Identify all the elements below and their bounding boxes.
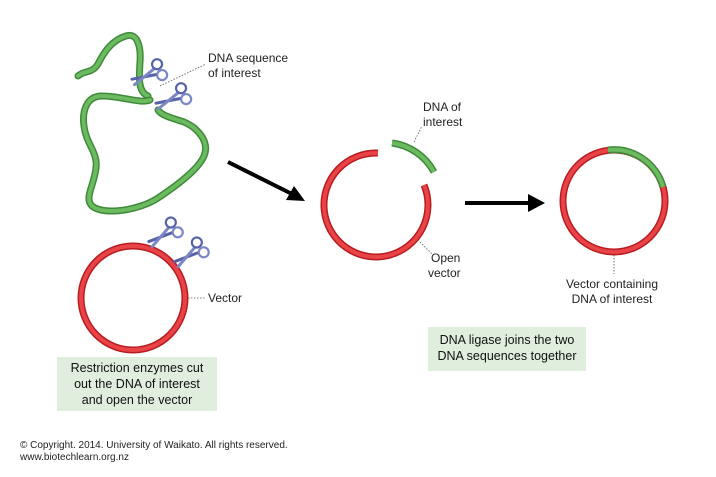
caption-step1-line3: and open the vector: [81, 393, 193, 407]
scissors-icon: [154, 82, 193, 111]
label-dna-sequence-line2: of interest: [208, 66, 261, 80]
label-open-vector-line1: Open: [431, 251, 460, 265]
dna-strand: [74, 31, 209, 215]
caption-step2-line1: DNA ligase joins the two: [439, 333, 575, 347]
label-open-vector-line2: vector: [428, 266, 461, 280]
footer: © Copyright. 2014. University of Waikato…: [20, 440, 288, 464]
caption-step1-line2: out the DNA of interest: [74, 377, 200, 391]
caption-step2-line2: DNA sequences together: [437, 349, 577, 363]
arrow-step-1: [227, 160, 305, 201]
label-vector-containing-line1: Vector containing: [566, 277, 658, 291]
label-dna-of-interest-line1: DNA of: [423, 100, 462, 114]
recombinant-vector: [559, 146, 669, 256]
leader-line-dna-of-interest: [413, 125, 423, 143]
caption-dna-ligase: DNA ligase joins the two DNA sequences t…: [428, 327, 586, 371]
scissors-icon: [147, 216, 184, 248]
copyright-text: © Copyright. 2014. University of Waikato…: [20, 440, 288, 451]
dna-fragment: [391, 139, 438, 174]
label-dna-sequence-line1: DNA sequence: [208, 51, 288, 65]
label-dna-of-interest-line2: interest: [423, 115, 463, 129]
vector-plasmid: [77, 242, 189, 354]
arrow-step-2: [465, 194, 545, 212]
label-vector: Vector: [208, 291, 242, 305]
open-vector: [320, 149, 432, 261]
scissors-icon: [173, 236, 210, 268]
label-vector-containing-line2: DNA of interest: [572, 292, 653, 306]
caption-restriction-enzymes: Restriction enzymes cut out the DNA of i…: [57, 357, 217, 411]
caption-step1-line1: Restriction enzymes cut: [70, 361, 204, 375]
scissors-icon: [130, 58, 169, 87]
leader-line-dna-sequence: [159, 63, 207, 87]
website-link[interactable]: www.biotechlearn.org.nz: [20, 452, 129, 463]
